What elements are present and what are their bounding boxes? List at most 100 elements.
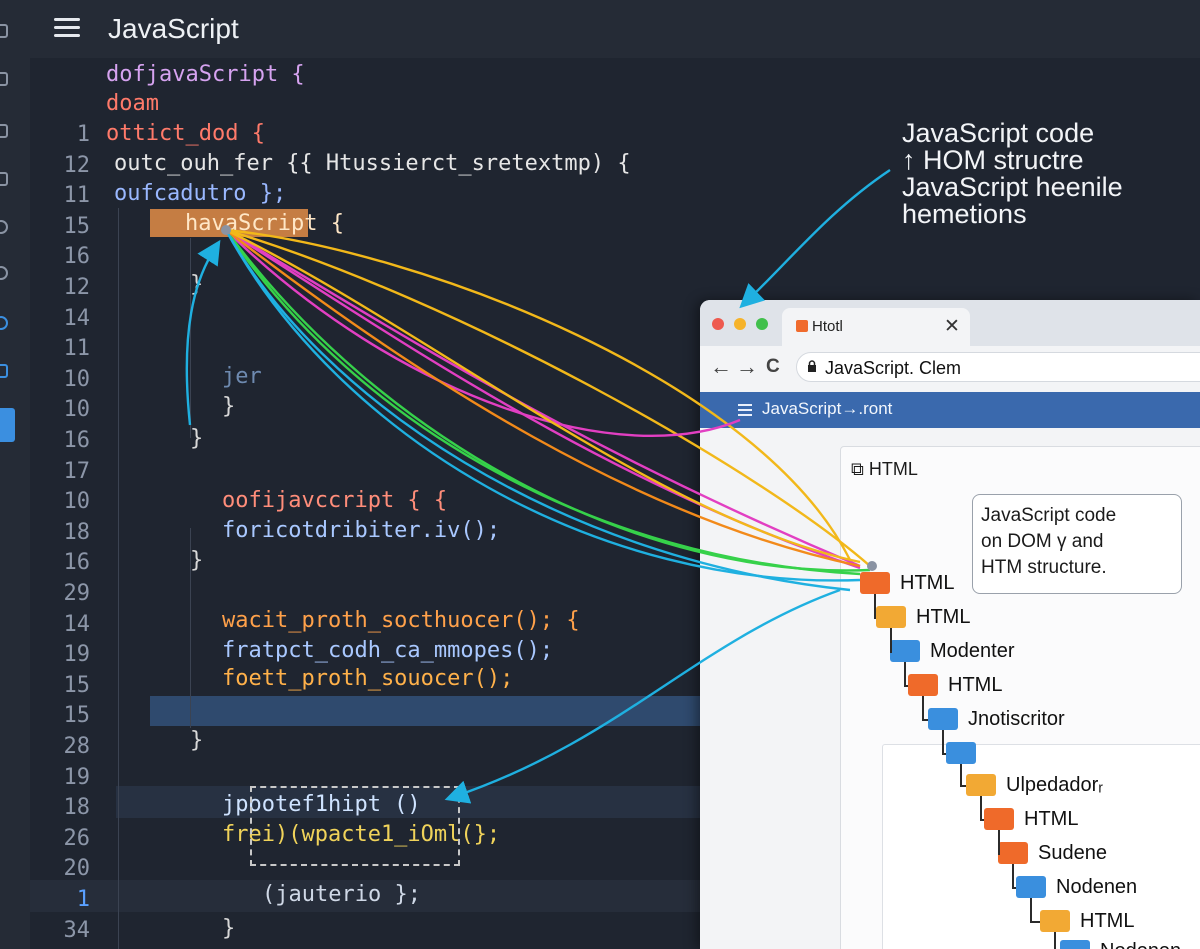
browser-toolbar: ← → C JavaScript. Clem [700,346,1200,390]
line-number: 10 [63,397,91,423]
indent-guide [118,208,119,949]
dom-node-label: Sudene [1038,842,1107,864]
code-line: ottict_dod { [106,121,265,146]
cursor-line-highlight [30,880,710,912]
files-icon[interactable] [0,24,8,38]
extensions-icon[interactable] [0,266,8,280]
connection-curve [225,228,871,567]
tree-connector [1030,921,1040,923]
node-type-icon [860,572,890,594]
dom-node-label: Nodenen [1100,940,1181,949]
line-number: 12 [63,152,91,178]
dom-node-label: Modenter [930,640,1015,662]
line-number: 14 [63,305,91,331]
arrow-curve [185,239,221,426]
dom-node-label: HTML [948,674,1003,696]
dom-node-label: Nodenen [1056,876,1138,898]
code-line: foricotdribiter.iv(); [222,518,501,543]
tree-connector [890,651,892,653]
code-line: oufcadutro }; [114,181,287,206]
address-bar[interactable]: JavaScript. Clem [796,352,1200,382]
explorer-icon[interactable] [0,72,8,86]
source-control-icon[interactable] [0,172,8,186]
callout-text: JavaScript code on DOM γ and HTM structu… [981,505,1117,578]
tree-connector [1012,864,1014,888]
node-type-icon [966,774,996,796]
connection-curve [225,229,861,568]
node-type-icon [908,674,938,696]
minimize-window-icon[interactable] [734,318,746,330]
code-line: havaScript { [185,211,344,236]
line-number: 26 [63,825,91,851]
line-number: 14 [63,611,91,637]
code-line: foett_proth_souocer(); [222,666,514,691]
line-number: 34 [63,917,91,943]
node-type-icon [890,640,920,662]
site-menu-icon[interactable] [738,404,752,416]
node-type-icon [876,606,906,628]
line-number: 19 [63,642,91,668]
line-number: 12 [63,275,91,300]
connection-curve [224,229,851,592]
browser-tab-bar: Htotl ✕ [700,300,1200,346]
tree-connector [890,628,892,652]
code-line: (jauterio }; [262,882,421,907]
line-number: 18 [63,795,91,821]
dashed-selection-box [250,786,460,866]
dom-node-label: HTML [916,606,971,628]
tab-title: Htotl [812,318,843,335]
reload-icon[interactable]: C [766,356,780,377]
line-number: 16 [63,244,91,270]
tree-connector [922,719,928,721]
back-icon[interactable]: ← [710,354,732,379]
sync-icon[interactable] [0,316,8,330]
callout-bubble: JavaScript code on DOM γ and HTM structu… [972,494,1182,594]
code-line: jpootef1hipt () [222,792,421,817]
connection-curve [225,229,741,437]
line-number: 15 [63,213,91,239]
line-number: 15 [63,672,91,698]
line-number: 28 [63,734,91,759]
line-number: 10 [63,489,91,515]
node-type-icon [1060,940,1090,949]
arrow-curve [739,169,891,309]
html-icon: ⧉ [851,459,869,479]
line-number: 15 [63,703,91,729]
code-line: jer [222,364,262,389]
tree-connector [998,853,1000,855]
tree-connector [904,662,906,686]
search-icon[interactable] [0,124,8,138]
tree-connector [1054,932,1056,949]
line-number: 11 [63,336,91,362]
indent-guide [190,238,191,438]
line-highlight [116,786,716,818]
target-node-dot [867,561,877,571]
close-window-icon[interactable] [712,318,724,330]
node-type-icon [984,808,1014,830]
line-number: 16 [63,428,91,453]
node-type-icon [946,742,976,764]
active-indicator [0,408,15,442]
tree-connector [980,819,984,821]
forward-icon[interactable]: → [736,354,758,379]
code-line: } [190,548,204,573]
browser-tab[interactable]: Htotl ✕ [782,308,970,346]
settings-icon[interactable] [0,364,8,378]
tree-connector [960,764,962,786]
tab-close-icon[interactable]: ✕ [944,316,960,337]
menu-icon[interactable] [54,18,80,38]
debug-icon[interactable] [0,220,8,234]
code-line: oofijavccript { { [222,488,448,513]
site-title: JavaScript→.ront [762,399,893,418]
dom-node-label: HTML [1024,808,1079,830]
tree-connector [1012,887,1016,889]
dom-node-label: Jnotiscritor [968,708,1065,730]
line-number: 16 [63,550,91,576]
dom-node-label: HTML [1080,910,1135,932]
lock-icon [808,360,816,372]
line-number: 20 [63,856,91,882]
indent-guide [190,528,191,728]
maximize-window-icon[interactable] [756,318,768,330]
